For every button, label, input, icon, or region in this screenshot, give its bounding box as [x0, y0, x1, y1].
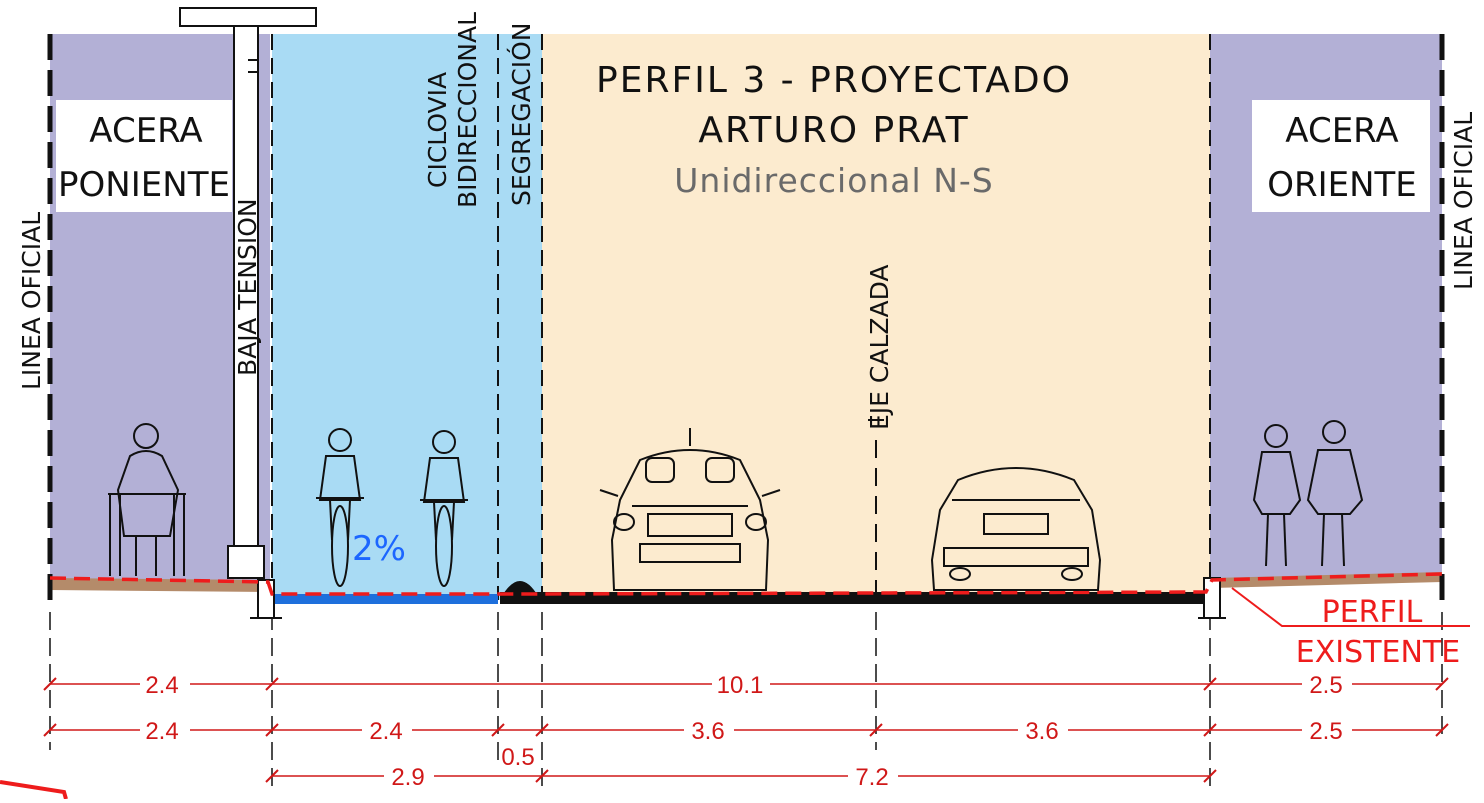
baja-tension-pole — [179, 7, 317, 579]
acera-oriente-label-bg — [1252, 100, 1430, 212]
acera-poniente-label-bg — [56, 100, 232, 212]
linea-oficial-right-label: LINEA OFICIAL — [1449, 112, 1478, 290]
ciclovia-zone — [272, 34, 542, 600]
dim-segregacion: 0.5 — [501, 744, 534, 771]
dim-acera-oriente-2: 2.5 — [1309, 718, 1342, 745]
car-rear-icon — [930, 467, 1102, 591]
dim-ciclovia: 2.4 — [369, 718, 402, 745]
dim-calzada: 7.2 — [855, 764, 888, 791]
acera-oriente-label-1: ACERA — [1285, 111, 1398, 151]
ciclovia-label-2: BIDIRECCIONAL — [453, 12, 482, 208]
cyclist-1-icon — [316, 428, 364, 587]
dim-pista-1: 3.6 — [691, 718, 724, 745]
slope-label: 2% — [352, 529, 406, 569]
red-corner-mark — [0, 780, 68, 800]
dim-acera-poniente-2: 2.4 — [145, 718, 178, 745]
dim-ciclovia-segregacion: 2.9 — [391, 764, 424, 791]
acera-poniente-label-1: ACERA — [89, 111, 202, 151]
pedestrian-walker-icon — [108, 423, 186, 576]
dimension-row-1: 2.4 10.1 2.5 — [43, 671, 1449, 699]
perfil-existente-leader — [1231, 587, 1470, 627]
street-name: ARTURO PRAT — [698, 110, 969, 151]
pedestrians-couple-icon — [1252, 420, 1364, 567]
acera-poniente-label-2: PONIENTE — [58, 165, 230, 205]
dim-calzada-total: 10.1 — [717, 672, 764, 699]
dimension-row-3: 2.9 0.5 7.2 — [265, 744, 1217, 791]
curb-right — [1198, 577, 1226, 619]
segregacion-label: SEGREGACIÓN — [506, 23, 536, 206]
ground-left — [50, 578, 272, 592]
perfil-existente-line — [49, 572, 1443, 596]
dim-acera-poniente-1: 2.4 — [145, 672, 178, 699]
perfil-existente-label-1: PERFIL — [1322, 595, 1423, 630]
baja-tension-label: BAJA TENSION — [233, 198, 262, 376]
direction-note: Unidireccional N-S — [674, 161, 993, 200]
page-title: PERFIL 3 - PROYECTADO — [596, 60, 1072, 101]
eje-calzada-label: EJE CALZADA — [865, 264, 894, 430]
acera-oriente-label-2: ORIENTE — [1267, 165, 1417, 205]
dim-pista-2: 3.6 — [1025, 718, 1058, 745]
cyclist-2-icon — [420, 430, 468, 587]
dimension-row-2: 2.4 2.4 3.6 3.6 2.5 — [43, 717, 1449, 745]
ciclovia-label-1: CICLOVIA — [423, 72, 452, 188]
dim-acera-oriente-1: 2.5 — [1309, 672, 1342, 699]
bike-surface — [274, 594, 498, 604]
linea-oficial-left-label: LINEA OFICIAL — [17, 212, 46, 390]
car-front-icon — [599, 428, 781, 591]
perfil-existente-label-2: EXISTENTE — [1296, 635, 1460, 670]
